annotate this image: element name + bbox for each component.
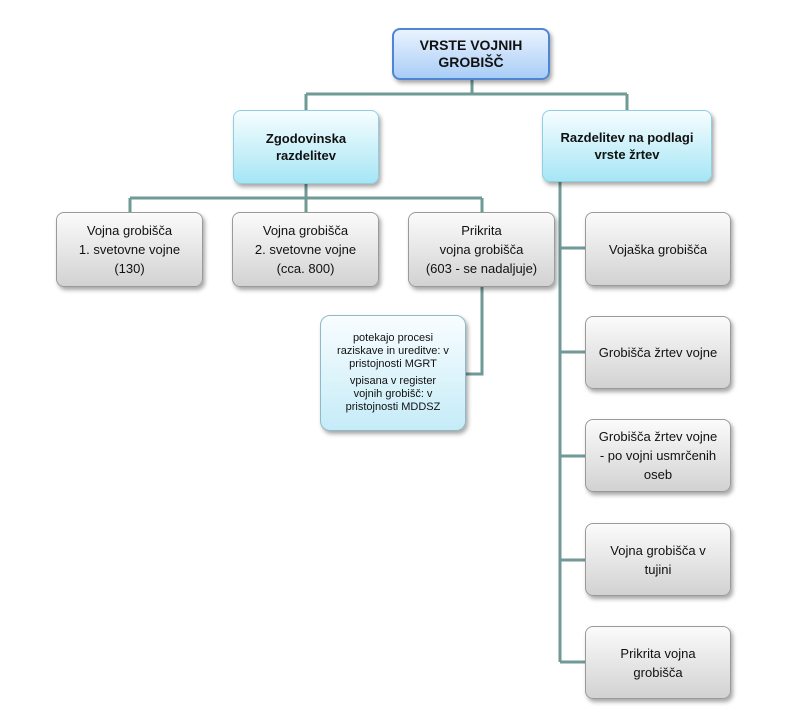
- ww1-count: (130): [114, 261, 145, 276]
- connector-historical: [128, 184, 484, 212]
- hidden-military-graves-node: Prikrita vojna grobišča: [585, 626, 731, 699]
- note-p2-line1: vpisana v register: [349, 375, 437, 387]
- ww2-count: (cca. 800): [276, 261, 335, 276]
- note-p2-line2: vojnih grobišč: v: [353, 388, 433, 400]
- root-title-line1: VRSTE VOJNIH: [419, 37, 523, 53]
- historical-line1: Zgodovinska: [265, 131, 347, 146]
- note-paragraph-2: vpisana v register vojnih grobišč: v pri…: [346, 375, 441, 414]
- ww2-graves-node: Vojna grobišča 2. svetovne vojne (cca. 8…: [232, 212, 379, 287]
- postwar-line1: Grobišča žrtev vojne: [598, 429, 718, 444]
- war-victims-label: Grobišča žrtev vojne: [598, 345, 718, 360]
- ww2-line2: 2. svetovne vojne: [254, 242, 357, 257]
- note-p1-line2: raziskave in ureditve: v: [337, 345, 449, 357]
- root-title-line2: GROBIŠČ: [438, 54, 504, 70]
- military-label: Vojaška grobišča: [608, 241, 708, 257]
- military-graves-node: Vojaška grobišča: [585, 212, 731, 286]
- hidden-line1: Prikrita: [461, 223, 502, 238]
- historical-node: Zgodovinska razdelitev: [233, 110, 379, 184]
- hidden-military-line2: grobišča: [633, 664, 683, 680]
- postwar-line2: - po vojni usmrčenih: [599, 448, 717, 463]
- hidden-count: (603 - se nadaljuje): [425, 261, 538, 276]
- hidden-graves-node: Prikrita vojna grobišča (603 - se nadalj…: [408, 212, 555, 287]
- abroad-line1: Vojna grobišča v: [610, 542, 706, 558]
- ww2-line1: Vojna grobišča: [262, 223, 349, 238]
- postwar-victims-graves-node: Grobišča žrtev vojne - po vojni usmrčeni…: [585, 419, 731, 492]
- victims-node: Razdelitev na podlagi vrste žrtev: [542, 110, 712, 182]
- note-p1-line1: potekajo procesi: [352, 332, 434, 344]
- historical-line2: razdelitev: [276, 148, 336, 163]
- ww1-graves-node: Vojna grobišča 1. svetovne vojne (130): [56, 212, 203, 287]
- note-p2-line3: pristojnosti MDDSZ: [345, 401, 441, 413]
- victims-line2: vrste žrtev: [594, 147, 660, 162]
- hidden-military-line1: Prikrita vojna: [620, 645, 696, 661]
- note-p1-line3: pristojnosti MGRT: [349, 358, 437, 370]
- connector-root: [304, 80, 629, 110]
- hidden-line2: vojna grobišča: [439, 242, 524, 257]
- ww1-line1: Vojna grobišča: [86, 223, 173, 238]
- connector-victims: [558, 182, 585, 664]
- war-victims-graves-node: Grobišča žrtev vojne: [585, 316, 731, 389]
- abroad-graves-node: Vojna grobišča v tujini: [585, 523, 731, 596]
- hidden-graves-note: potekajo procesi raziskave in ureditve: …: [320, 315, 466, 431]
- root-node: VRSTE VOJNIH GROBIŠČ: [392, 28, 550, 80]
- ww1-line2: 1. svetovne vojne: [78, 242, 181, 257]
- abroad-line2: tujini: [644, 561, 672, 577]
- victims-line1: Razdelitev na podlagi: [560, 130, 694, 145]
- note-paragraph-1: potekajo procesi raziskave in ureditve: …: [337, 332, 449, 371]
- connector-note: [466, 287, 484, 376]
- postwar-line3: oseb: [643, 467, 673, 482]
